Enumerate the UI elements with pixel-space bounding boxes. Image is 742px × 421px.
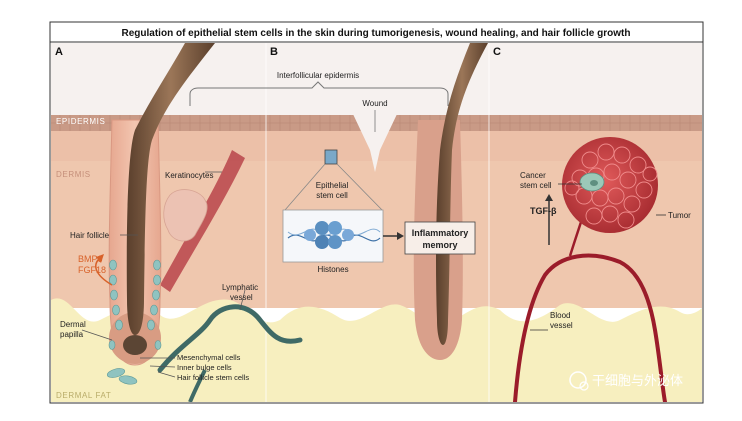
- dermal-papilla-label-2: papilla: [60, 330, 84, 339]
- epithelial-stem-label-1: Epithelial: [316, 181, 349, 190]
- histones-label: Histones: [317, 265, 348, 274]
- tgf-beta-label: TGF-β: [530, 206, 557, 216]
- wound-cut: [352, 112, 398, 172]
- epithelial-stem-label-2: stem cell: [316, 191, 348, 200]
- inflammatory-label-1: Inflammatory: [412, 228, 469, 238]
- interfollicular-bracket: [189, 81, 449, 106]
- panel-a-label: A: [55, 46, 63, 58]
- cancer-stem-cell-nucleus: [590, 180, 598, 186]
- zoom-callout: [284, 163, 383, 211]
- fgf18-label: FGF18: [78, 265, 106, 275]
- blood-vessel-label-2: vessel: [550, 321, 573, 330]
- cancer-stem-label-1: Cancer: [520, 171, 546, 180]
- hair-shaft: [126, 43, 215, 335]
- dermis-label: DERMIS: [56, 170, 91, 179]
- wound-label: Wound: [362, 99, 387, 108]
- hair-follicle-stem-cells: [108, 259, 162, 350]
- dermal-papilla: [123, 335, 147, 355]
- epithelial-stem-cell-marker: [324, 149, 338, 165]
- tumor-label: Tumor: [668, 211, 691, 220]
- panel-a-leaders: [81, 171, 246, 378]
- bmp6-label: BMP6: [78, 254, 103, 264]
- figure-title: Regulation of epithelial stem cells in t…: [122, 28, 631, 39]
- hair-follicle-label: Hair follicle: [70, 231, 110, 240]
- dermal-papilla-label-1: Dermal: [60, 320, 86, 329]
- bmp6-arrowhead: [96, 254, 104, 263]
- inflammatory-label-2: memory: [422, 240, 457, 250]
- watermark-text: 干细胞与外泌体: [592, 374, 683, 389]
- lymphatic-label-2: vessel: [230, 293, 253, 302]
- dermal-fat-layer: [51, 298, 702, 402]
- hf-stem-label: Hair follicle stem cells: [177, 373, 249, 382]
- interfollicular-label: Interfollicular epidermis: [277, 71, 359, 80]
- blood-vessel: [513, 253, 667, 402]
- memory-arrowhead: [397, 232, 404, 240]
- panel-c-label: C: [493, 46, 501, 58]
- mesenchymal-label: Mesenchymal cells: [177, 353, 241, 362]
- histones-icon: [287, 221, 381, 249]
- tumor-mass: [562, 137, 658, 233]
- keratinocyte-cluster: [163, 189, 208, 242]
- blood-vessel-label-1: Blood: [550, 311, 570, 320]
- bmp6-arrow: [95, 257, 113, 286]
- watermark-logo-dot-icon: [579, 381, 589, 391]
- mesenchymal-cells: [106, 368, 138, 385]
- inner-bulge-label: Inner bulge cells: [177, 363, 232, 372]
- lymphatic-label-1: Lymphatic: [222, 283, 258, 292]
- watermark-logo-icon: [569, 371, 587, 389]
- epidermis-label: EPIDERMIS: [56, 117, 105, 126]
- watermark: 干细胞与外泌体: [569, 371, 683, 391]
- lymphatic-vessel-branch: [188, 369, 207, 402]
- panel-b-label: B: [270, 46, 278, 58]
- dermal-fat-label: DERMAL FAT: [56, 391, 111, 400]
- tgf-beta-arrowhead: [545, 194, 553, 201]
- inflammatory-memory-box: [404, 221, 476, 255]
- keratinocytes-label: Keratinocytes: [165, 171, 213, 180]
- lymphatic-vessel: [157, 304, 303, 373]
- cancer-stem-label-2: stem cell: [520, 181, 552, 190]
- hair-shaft-b: [436, 43, 488, 345]
